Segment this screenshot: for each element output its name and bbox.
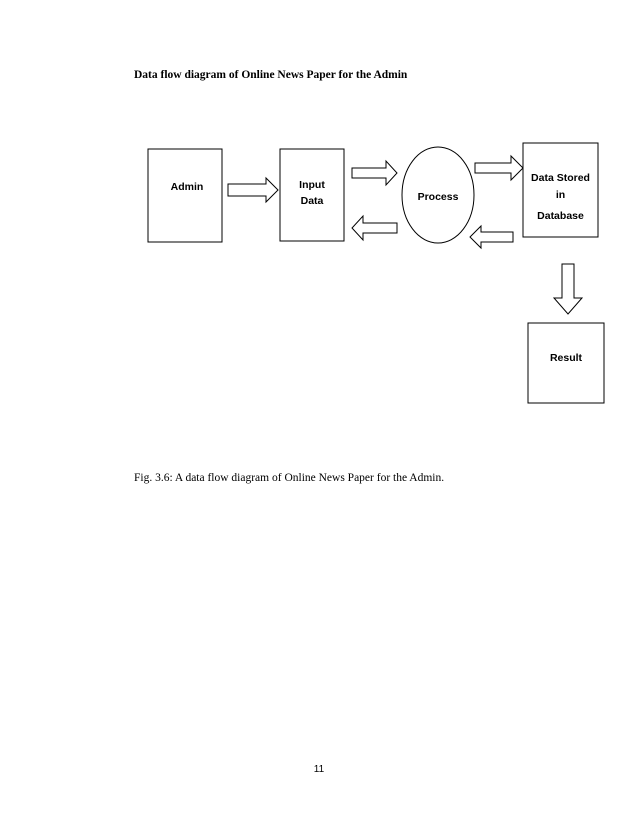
arrow-database-to-process (469, 224, 514, 250)
figure-caption: Fig. 3.6: A data flow diagram of Online … (134, 472, 445, 484)
database-node: Data Stored in Database (522, 142, 599, 238)
arrow-process-to-database (474, 154, 524, 182)
database-label-line2: in (556, 189, 565, 201)
database-label-line1: Data Stored (531, 172, 590, 184)
arrow-admin-to-input (227, 176, 279, 204)
result-label: Result (550, 352, 583, 364)
admin-node: Admin (147, 148, 223, 243)
arrow-database-to-result (552, 263, 584, 315)
page-number: 11 (313, 764, 325, 775)
arrow-input-to-process (351, 159, 398, 187)
diagram-heading: Data flow diagram of Online News Paper f… (134, 69, 408, 81)
arrow-process-to-input (351, 214, 398, 242)
process-node: Process (401, 146, 475, 244)
result-node: Result (527, 322, 605, 404)
admin-label: Admin (171, 181, 204, 193)
database-label-line3: Database (537, 210, 584, 222)
input-data-label-line1: Input (299, 179, 325, 191)
input-data-label-line2: Data (301, 195, 324, 207)
input-data-node: Input Data (279, 148, 345, 242)
process-label: Process (418, 191, 459, 203)
